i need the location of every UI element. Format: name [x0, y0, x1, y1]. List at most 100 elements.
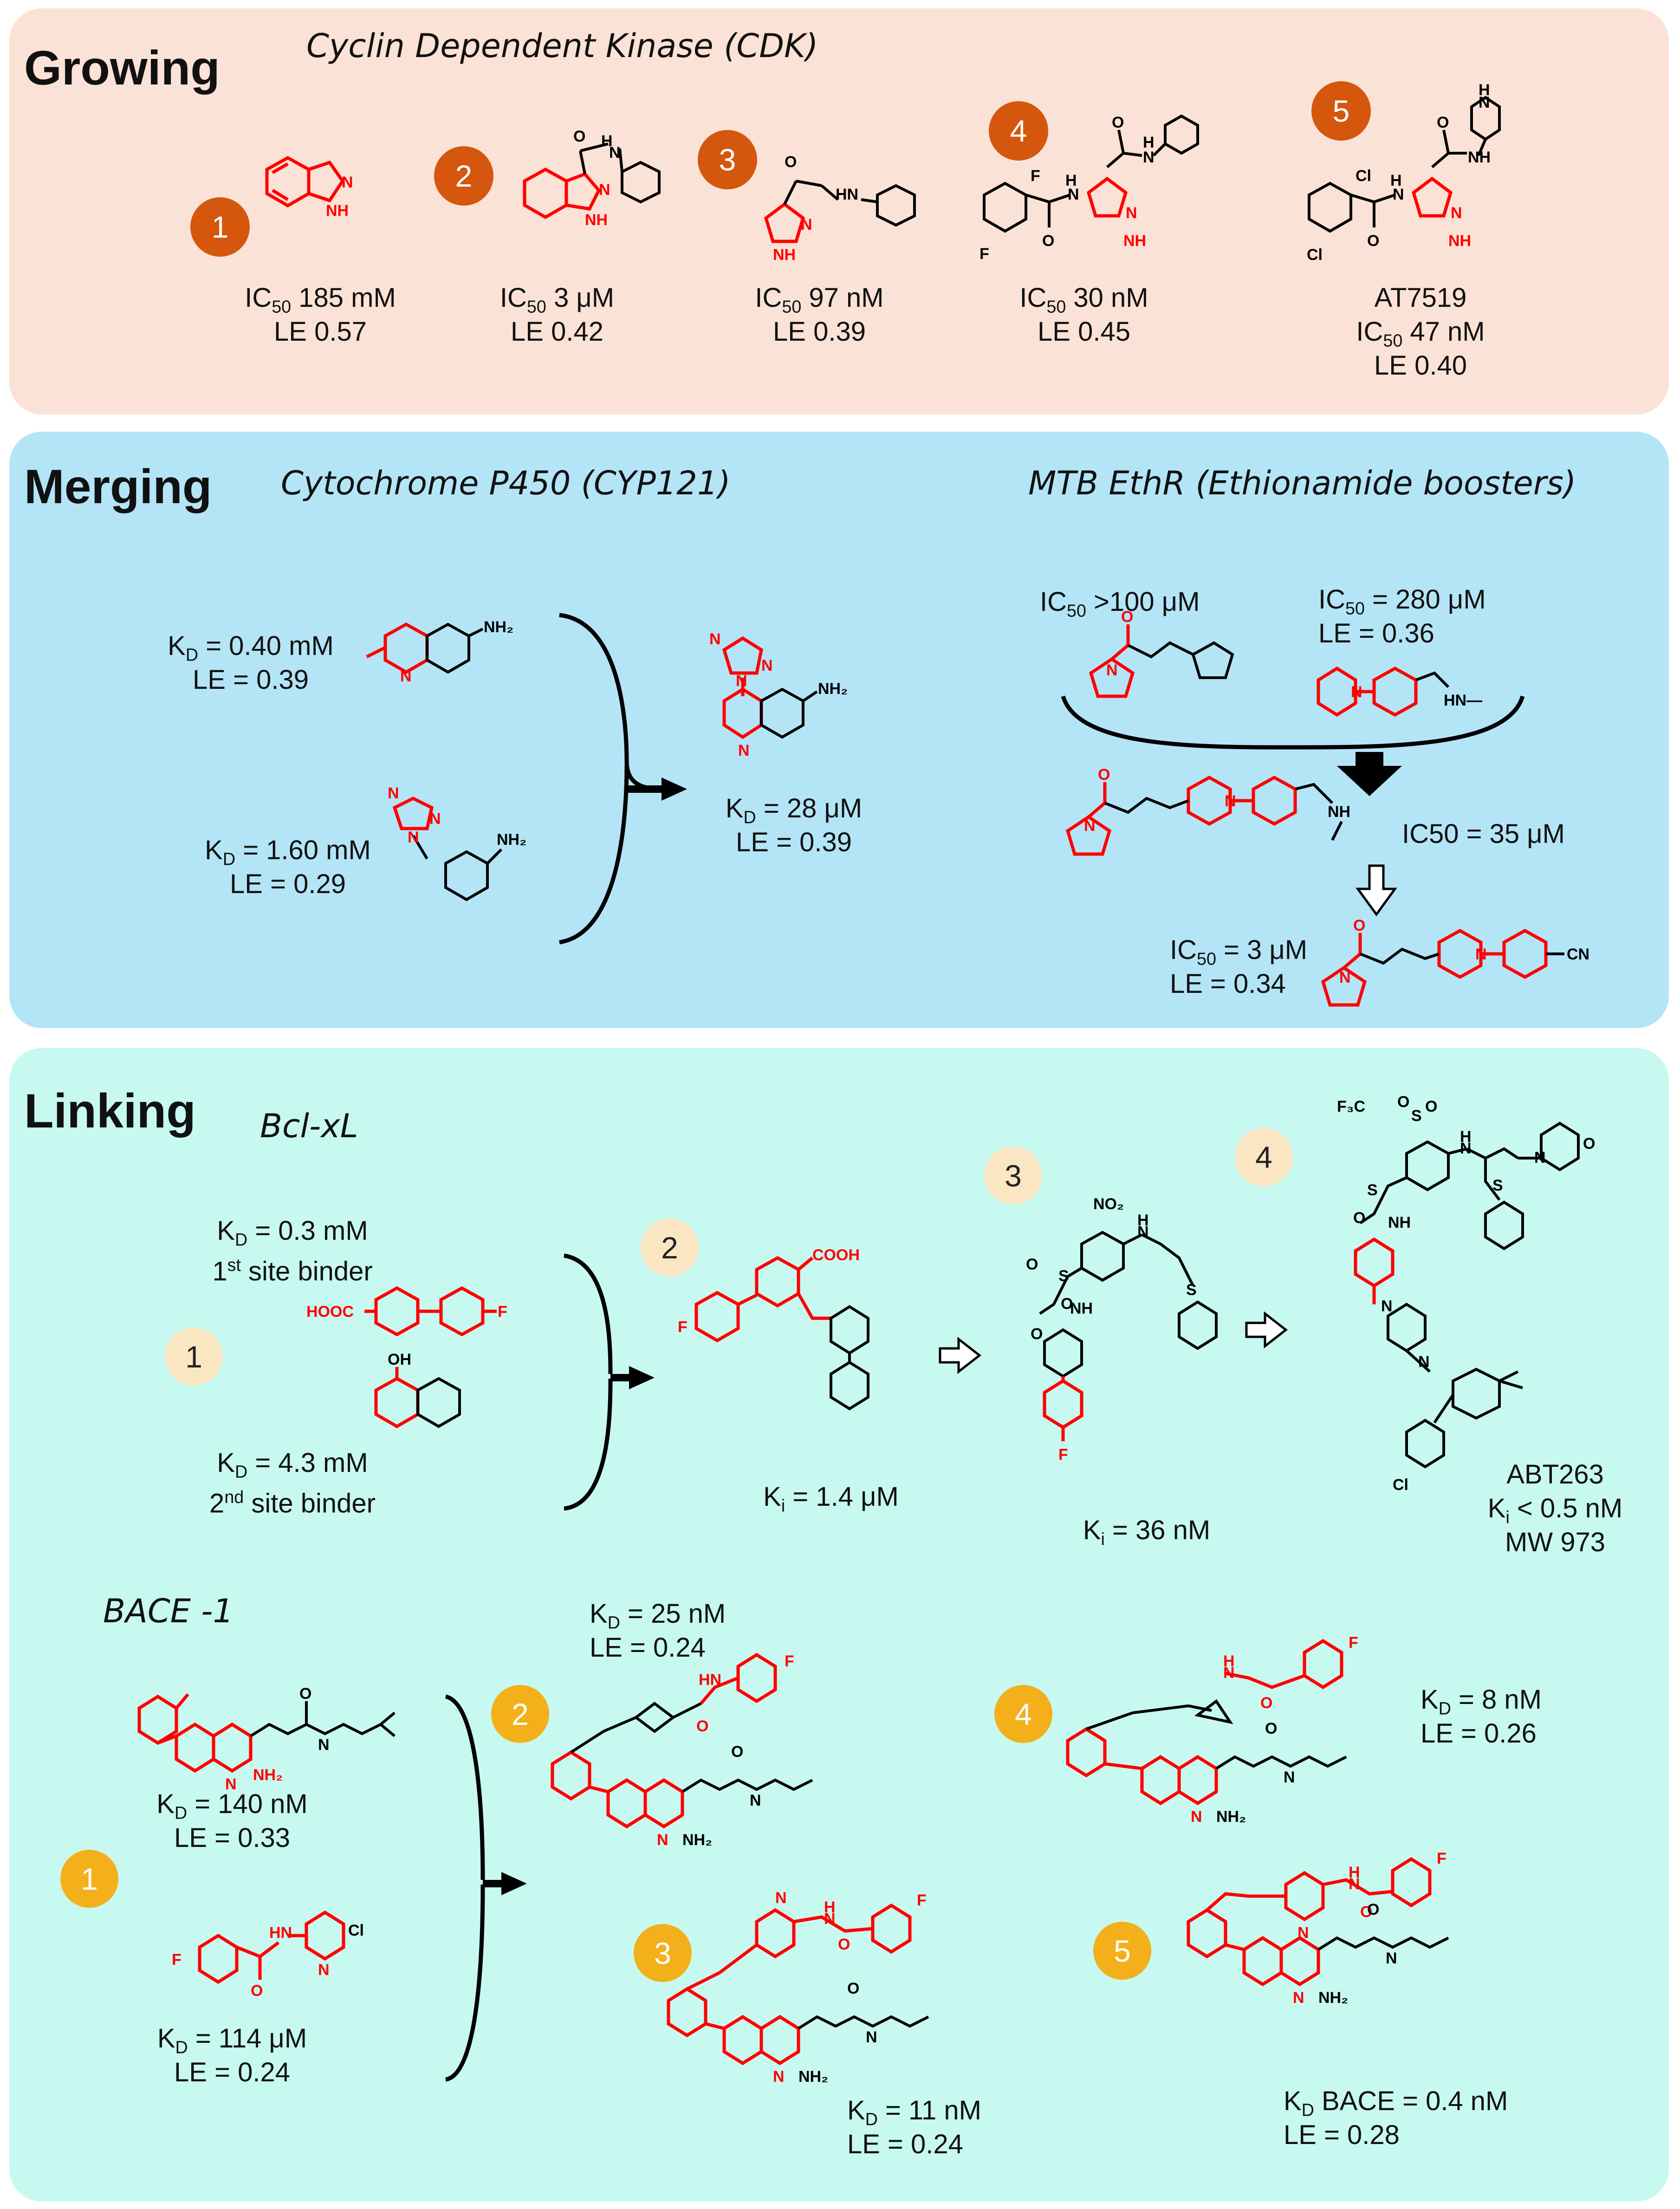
svg-text:F: F — [785, 1652, 794, 1670]
ethr-optimize-arrow — [1356, 864, 1397, 917]
bace-frag2-le: LE = 0.24 — [174, 2057, 290, 2087]
svg-text:O: O — [1121, 608, 1133, 626]
bclxl-frag2-structure: OH — [374, 1351, 461, 1429]
svg-text:N: N — [761, 657, 773, 674]
bclxl-target-label: Bcl-xL — [260, 1107, 358, 1145]
svg-text:F₃C: F₃C — [1337, 1098, 1365, 1115]
bclxl-badge-4: 4 — [1235, 1128, 1293, 1186]
cyp-merge-brace — [559, 613, 687, 945]
svg-text:N: N — [1284, 1768, 1295, 1786]
cdk-5-name: AT7519 — [1374, 283, 1467, 313]
svg-text:H: H — [1460, 1128, 1472, 1146]
bace-c4-le: LE = 0.26 — [1421, 1718, 1537, 1749]
growing-panel — [9, 8, 1669, 415]
bace-badge-4: 4 — [994, 1685, 1052, 1743]
svg-text:OH: OH — [388, 1351, 411, 1368]
svg-text:O: O — [1583, 1135, 1595, 1153]
svg-text:O: O — [1260, 1694, 1272, 1712]
svg-text:NH₂: NH₂ — [1216, 1808, 1246, 1826]
svg-text:NO₂: NO₂ — [1093, 1195, 1124, 1213]
cdk-1-le: LE 0.57 — [274, 317, 367, 347]
bclxl-frag1-site: 1st site binder — [212, 1255, 373, 1287]
ethr-opt-le: LE = 0.34 — [1170, 969, 1286, 999]
merging-title: Merging — [24, 460, 212, 514]
bclxl-compound-4-mw: MW 973 — [1505, 1527, 1605, 1557]
svg-text:NH₂: NH₂ — [818, 680, 848, 698]
bclxl-compound-4-name: ABT263 — [1506, 1459, 1604, 1490]
svg-text:O: O — [573, 128, 585, 145]
linking-title: Linking — [24, 1084, 196, 1138]
bclxl-frag2-kd: KD = 4.3 mM — [217, 1448, 368, 1482]
svg-text:N: N — [1126, 204, 1137, 222]
cyp-product-le: LE = 0.39 — [736, 827, 852, 857]
svg-text:N: N — [400, 667, 412, 685]
svg-text:O: O — [1360, 1903, 1372, 1921]
bclxl-badge-3: 3 — [984, 1147, 1042, 1205]
svg-text:N: N — [1084, 817, 1096, 835]
svg-text:HOOC: HOOC — [306, 1303, 354, 1321]
cdk-3-le: LE 0.39 — [773, 317, 866, 347]
svg-text:O: O — [696, 1717, 708, 1735]
cyp-frag2-structure: NNN NH₂ — [388, 784, 526, 901]
badge-3: 3 — [698, 130, 757, 189]
svg-text:N: N — [429, 810, 441, 828]
bclxl-frag1-structure: HOOC F — [306, 1286, 507, 1337]
svg-text:N: N — [866, 2028, 877, 2046]
cdk-5-le: LE 0.40 — [1374, 350, 1467, 381]
svg-text:O: O — [299, 1685, 311, 1703]
svg-text:S: S — [1411, 1107, 1422, 1125]
svg-text:H: H — [1223, 1652, 1235, 1670]
svg-text:N: N — [1225, 792, 1236, 810]
ethr-target-label: MTB EthR (Ethionamide boosters) — [1028, 464, 1576, 502]
svg-text:N: N — [1418, 1353, 1430, 1371]
svg-text:Cl: Cl — [1307, 246, 1323, 264]
svg-text:O: O — [731, 1743, 743, 1761]
cyp-frag1-kd: KD = 0.40 mM — [168, 631, 334, 665]
badge-5: 5 — [1311, 81, 1371, 141]
svg-text:NH₂: NH₂ — [484, 618, 513, 636]
svg-text:H: H — [1479, 81, 1490, 99]
svg-text:N: N — [1339, 969, 1351, 986]
svg-text:N: N — [1293, 1989, 1304, 2007]
bace-c5-le: LE = 0.28 — [1284, 2120, 1400, 2150]
cyp-frag2-le: LE = 0.29 — [230, 869, 346, 899]
svg-text:N: N — [1460, 1140, 1472, 1157]
bclxl-compound-4-ki: Ki < 0.5 nM — [1487, 1493, 1623, 1527]
svg-text:HN—: HN— — [1444, 692, 1482, 709]
svg-text:N: N — [736, 672, 747, 690]
svg-text:F: F — [498, 1303, 507, 1321]
svg-text:S: S — [1058, 1267, 1069, 1285]
svg-text:NH: NH — [1448, 232, 1471, 250]
svg-text:O: O — [1367, 1901, 1379, 1918]
svg-text:N: N — [1393, 186, 1404, 203]
svg-text:N: N — [824, 1910, 836, 1928]
svg-text:N: N — [775, 1889, 787, 1907]
cdk-4-le: LE 0.45 — [1038, 317, 1130, 347]
bace-c3-le: LE = 0.24 — [847, 2129, 963, 2159]
cdk-5-ic50: IC50 47 nM — [1356, 317, 1485, 350]
bclxl-arrow-3-4 — [1245, 1311, 1288, 1349]
ethr-frag2-ic50: IC50 = 280 μM — [1318, 584, 1486, 618]
bclxl-compound-2-ki: Ki = 1.4 μM — [763, 1482, 899, 1516]
svg-text:NH: NH — [1468, 149, 1491, 166]
svg-text:HN: HN — [699, 1671, 721, 1689]
growing-title: Growing — [24, 41, 220, 95]
badge-4: 4 — [989, 101, 1048, 161]
badge-2: 2 — [434, 146, 493, 206]
cyp-frag1-le: LE = 0.39 — [193, 665, 309, 695]
svg-text:S: S — [1186, 1281, 1197, 1299]
bace-link-brace — [445, 1694, 527, 2082]
svg-text:NH₂: NH₂ — [253, 1766, 283, 1784]
svg-text:N: N — [801, 216, 812, 233]
bclxl-link-brace — [564, 1253, 655, 1511]
svg-text:F: F — [917, 1892, 927, 1909]
svg-text:F: F — [1437, 1850, 1446, 1867]
svg-text:N: N — [609, 144, 621, 162]
